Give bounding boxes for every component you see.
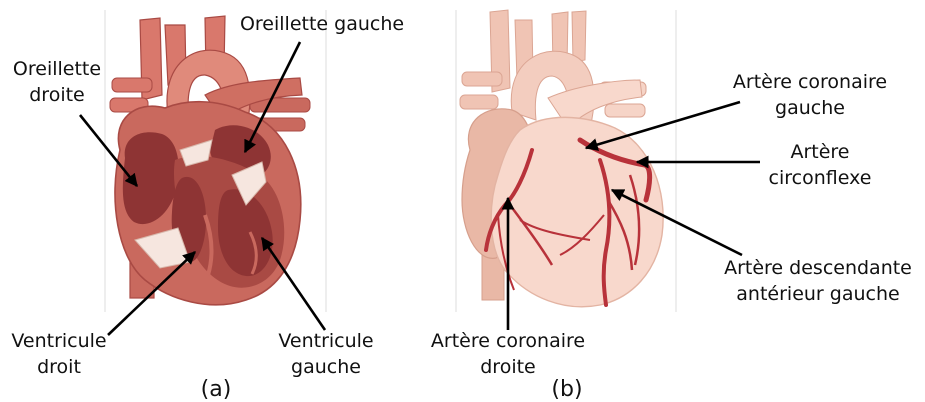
- caption-b: (b): [551, 377, 582, 402]
- label-lad-line1: Artère descendante: [724, 257, 912, 279]
- label-right-coronary-line2: droite: [480, 356, 536, 378]
- label-left-coronary-line2: gauche: [775, 97, 845, 119]
- label-right-atrium-line1: Oreillette: [13, 58, 101, 80]
- label-right-atrium-line2: droite: [29, 84, 85, 106]
- label-left-ventricle-line1: Ventricule: [278, 330, 373, 352]
- label-right-ventricle-line2: droit: [37, 356, 81, 378]
- label-left-coronary-line1: Artère coronaire: [733, 71, 887, 93]
- label-right-coronary-line1: Artère coronaire: [431, 330, 585, 352]
- label-circumflex-line2: circonflexe: [769, 167, 872, 189]
- caption-a: (a): [201, 377, 232, 402]
- label-left-atrium: Oreillette gauche: [240, 13, 404, 35]
- label-circumflex-line1: Artère: [790, 141, 849, 163]
- panel-b-heart-illustration: [460, 10, 663, 307]
- label-right-ventricle-line1: Ventricule: [11, 330, 106, 352]
- label-left-ventricle-line2: gauche: [291, 356, 361, 378]
- label-lad-line2: antérieur gauche: [736, 283, 899, 305]
- panel-a-heart-illustration: [110, 16, 310, 305]
